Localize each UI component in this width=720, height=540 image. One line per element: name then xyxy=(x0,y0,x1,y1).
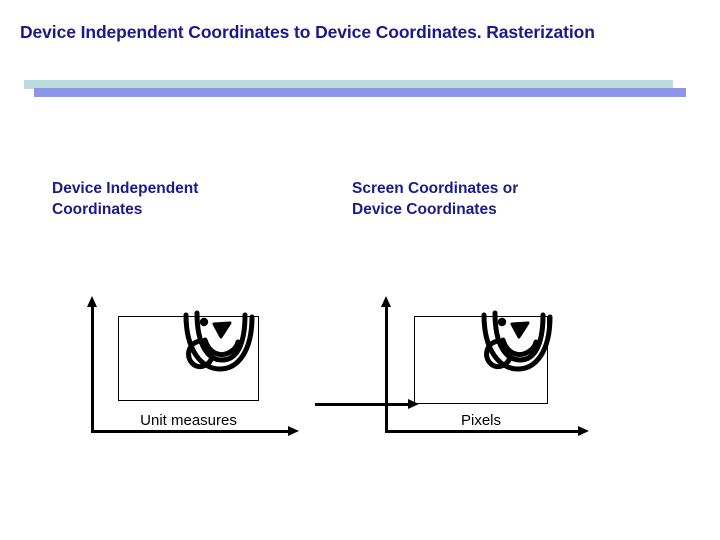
viewport-rectangle-right xyxy=(414,316,548,404)
x-axis-arrowhead-left xyxy=(288,426,299,436)
x-axis-line-left xyxy=(91,430,289,433)
origin-indicator-arrowhead xyxy=(408,399,419,409)
smiley-face-icon-left xyxy=(176,309,260,377)
caption-unit-measures: Unit measures xyxy=(140,412,237,429)
caption-pixels: Pixels xyxy=(460,412,501,429)
accent-bar-light xyxy=(24,80,673,89)
y-axis-arrowhead-left xyxy=(87,296,97,307)
x-axis-arrowhead-right xyxy=(578,426,589,436)
y-axis-line-right xyxy=(385,305,388,432)
smiley-face-icon-right xyxy=(474,309,558,377)
origin-indicator-line xyxy=(315,403,410,406)
heading-device-independent-coordinates: Device Independent Coordinates xyxy=(52,180,199,218)
heading-screen-device-coordinates: Screen Coordinates or Device Coordinates xyxy=(352,180,519,218)
y-axis-arrowhead-right xyxy=(381,296,391,307)
page-title: Device Independent Coordinates to Device… xyxy=(20,22,595,42)
accent-bar-dark xyxy=(34,88,686,97)
x-axis-line-right xyxy=(385,430,580,433)
y-axis-line-left xyxy=(91,305,94,433)
